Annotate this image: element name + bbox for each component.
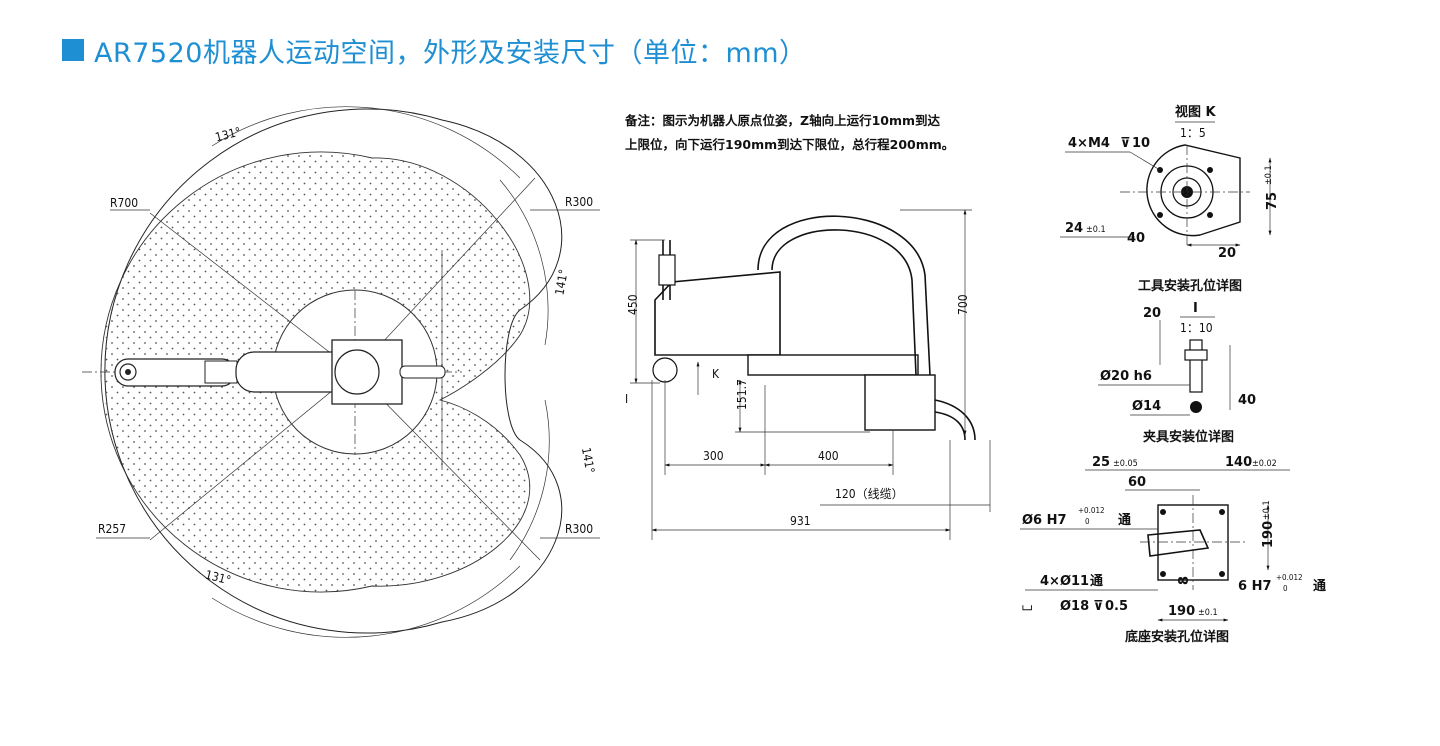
base-pin2-through: 通 — [1313, 578, 1326, 594]
fixture-caption: 夹具安装位详图 — [1143, 429, 1234, 445]
base-pin-tol-down: 0 — [1085, 517, 1090, 526]
r300-bottom-label: R300 — [565, 522, 593, 536]
fixture-shaft-dim: Ø20 h6 — [1100, 369, 1152, 384]
base-tol-140: ±0.02 — [1252, 459, 1277, 469]
angle-right-top-label: 141° — [552, 268, 570, 296]
base-pin-through: 通 — [1118, 512, 1131, 528]
title-text: AR7520机器人运动空间，外形及安装尺寸（单位：mm） — [94, 37, 807, 69]
base-holes-through: 通 — [1090, 573, 1103, 589]
base-dim-190-h: 190 — [1168, 604, 1195, 619]
angle-right-bottom-label: 141° — [579, 446, 597, 474]
angle-bottom-label: 131° — [204, 568, 233, 588]
base-dim-25: 25 — [1092, 455, 1110, 470]
mark-K: K — [712, 367, 720, 381]
tool-dim-20: 20 — [1218, 246, 1236, 261]
tool-dim-40: 40 — [1127, 231, 1145, 246]
base-holes: 4×Ø11 — [1040, 574, 1089, 589]
base-pin2-tol-down: 0 — [1283, 584, 1288, 593]
base-tol-25: ±0.05 — [1113, 459, 1138, 469]
fixture-dim-14: Ø14 — [1132, 399, 1161, 414]
side-view: 备注：图示为机器人原点位姿，Z轴向上运行10mm到达 上限位，向下运行190mm… — [624, 113, 991, 540]
base-tol-190-v: ±0.1 — [1262, 500, 1272, 520]
dim-400: 400 — [818, 449, 839, 463]
r300-top-label: R300 — [565, 195, 593, 209]
base-pin2-tol-up: +0.012 — [1276, 573, 1303, 582]
base-dim-8: 8 — [1177, 576, 1192, 585]
page-title: AR7520机器人运动空间，外形及安装尺寸（单位：mm） — [62, 30, 807, 70]
base-caption: 底座安装孔位详图 — [1125, 629, 1229, 645]
workspace-view: R700 R300 R257 R300 131° 131° 141° 141° — [82, 106, 600, 638]
dim-450: 450 — [626, 294, 640, 315]
view-k-scale: 1：5 — [1180, 126, 1206, 140]
dim-700: 700 — [956, 294, 970, 315]
detail-I-circle — [652, 357, 678, 383]
dim-151-7: 151.7 — [735, 379, 749, 410]
base-dim-60: 60 — [1128, 475, 1146, 490]
fixture-scale: 1：10 — [1180, 321, 1213, 335]
tool-tol-75: ±0.1 — [1264, 165, 1274, 185]
base-cb-depth: 0.5 — [1105, 599, 1128, 614]
base-counterbore: Ø18 — [1060, 599, 1089, 614]
fixture-dim-20: 20 — [1143, 306, 1161, 321]
base-pin-hole: Ø6 H7 — [1022, 513, 1067, 528]
tool-caption: 工具安装孔位详图 — [1138, 278, 1242, 294]
tool-tol-24: ±0.1 — [1086, 225, 1106, 235]
fixture-detail: I 1：10 20 Ø20 h6 Ø14 40 夹具安装位详图 — [1098, 301, 1256, 445]
angle-top-label: 131° — [214, 125, 243, 145]
view-k-label: 视图 K — [1175, 104, 1217, 120]
base-detail: 25 ±0.05 140 ±0.02 60 Ø6 H7 +0.012 0 通 1… — [1020, 455, 1326, 645]
tool-dim-24: 24 — [1065, 221, 1083, 236]
dim-300: 300 — [703, 449, 724, 463]
dim-120: 120（线缆） — [835, 487, 904, 501]
base-tol-190-h: ±0.1 — [1198, 608, 1218, 618]
mark-I: I — [625, 392, 628, 406]
r700-label: R700 — [110, 196, 138, 210]
fixture-dim-40: 40 — [1238, 393, 1256, 408]
fixture-view-label: I — [1193, 301, 1198, 316]
title-square-icon — [62, 39, 84, 61]
cable-arch — [757, 215, 931, 376]
base-cb-depth-symbol: ⊽ — [1093, 599, 1104, 614]
base-box — [864, 374, 936, 431]
base-column — [747, 354, 919, 376]
base-pin-tol-up: +0.012 — [1078, 506, 1105, 515]
counterbore-symbol: ⌴ — [1022, 599, 1032, 614]
r257-label: R257 — [98, 522, 126, 536]
fixture-shaft — [1189, 339, 1203, 393]
note-line-1: 备注：图示为机器人原点位姿，Z轴向上运行10mm到达 — [624, 113, 941, 128]
tool-depth-symbol: ⊽ — [1120, 136, 1131, 151]
tool-detail: 视图 K 1：5 4×M4 ⊽ 10 24 ±0.1 40 20 75 ±0.1… — [1060, 104, 1280, 294]
tool-dim-75: 75 — [1265, 192, 1280, 210]
note-line-2: 上限位，向下运行190mm到达下限位，总行程200mm。 — [625, 137, 954, 152]
base-dim-190-v: 190 — [1261, 521, 1276, 548]
base-dim-140: 140 — [1225, 455, 1252, 470]
tool-holes: 4×M4 — [1068, 136, 1110, 151]
tool-depth: 10 — [1132, 136, 1150, 151]
base-pin2: 6 H7 — [1238, 579, 1272, 594]
dim-931: 931 — [790, 514, 811, 528]
